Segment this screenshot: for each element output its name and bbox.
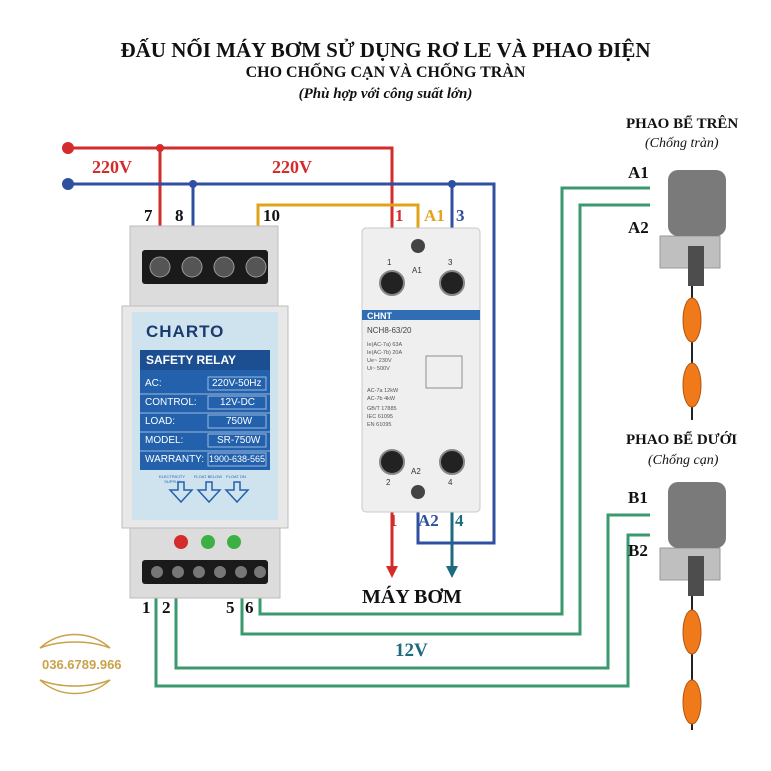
relay-indicator-3: FLOAT ON — [226, 474, 246, 479]
lower-float-subtitle: (Chống cạn) — [648, 453, 719, 468]
red-junction — [156, 144, 164, 152]
contactor-top-a1: A1 — [424, 206, 445, 225]
green-control-wires — [154, 186, 650, 688]
label-220v-center: 220V — [272, 157, 312, 177]
contactor-bottom-a2: A2 — [418, 511, 439, 530]
relay-row-control-label: CONTROL: — [145, 397, 197, 408]
safety-relay — [121, 225, 289, 599]
contactor-model: NCH8-63/20 — [367, 326, 412, 335]
contactor-spec-1: Ie(AC-7a) 63A — [367, 342, 403, 348]
contactor-mark-3: 3 — [448, 258, 453, 267]
contactor-mark-4: 4 — [448, 478, 453, 487]
blue-neutral-terminal — [62, 178, 74, 190]
relay-row-warranty-value: 1900-638-565 — [209, 454, 266, 464]
upper-float-subtitle: (Chống tràn) — [645, 136, 719, 151]
lower-float-b2: B2 — [628, 541, 648, 560]
contactor-mark-a2: A2 — [411, 467, 421, 476]
ornament-logo — [39, 633, 111, 695]
blue-junction-contactor — [448, 180, 456, 188]
contactor-spec-8: IEC 61095 — [367, 414, 393, 420]
contactor-spec-6: AC-7b 4kW — [367, 396, 396, 402]
diagram-title: ĐẤU NỐI MÁY BƠM SỬ DỤNG RƠ LE VÀ PHAO ĐI… — [120, 38, 651, 62]
pump-label: MÁY BƠM — [362, 586, 462, 608]
terminal-6: 6 — [245, 598, 254, 617]
blue-junction-relay — [189, 180, 197, 188]
upper-float-title: PHAO BỂ TRÊN — [626, 116, 739, 132]
upper-float-a2: A2 — [628, 218, 649, 237]
relay-row-load-label: LOAD: — [145, 416, 176, 427]
control-voltage-label: 12V — [395, 640, 428, 661]
contactor-mark-1: 1 — [387, 258, 392, 267]
contactor-mark-2: 2 — [386, 478, 391, 487]
label-220v-left: 220V — [92, 157, 132, 177]
contactor-spec-2: Ie(AC-7b) 20A — [367, 350, 403, 356]
relay-row-model-value: SR-750W — [217, 435, 261, 446]
pump-teal-arrow — [446, 566, 458, 578]
terminal-7: 7 — [144, 206, 153, 225]
pump-red-arrow — [386, 566, 398, 578]
contactor-bottom-4: 4 — [455, 511, 464, 530]
relay-row-warranty-label: WARRANTY: — [145, 454, 205, 465]
contactor-bottom-1: 1 — [389, 511, 398, 530]
contactor-top-1: 1 — [395, 206, 404, 225]
terminal-8: 8 — [175, 206, 184, 225]
relay-brand: CHARTO — [146, 322, 225, 341]
contactor-spec-3: Ue~ 230V — [367, 358, 392, 364]
contactor — [361, 227, 481, 513]
contactor-mark-a1: A1 — [412, 266, 422, 275]
contactor-brand: CHNT — [367, 311, 392, 321]
terminal-2: 2 — [162, 598, 171, 617]
contactor-spec-5: AC-7a 12kW — [367, 388, 399, 394]
relay-indicator-1: ELECTRICITY SUPPLY — [158, 474, 185, 484]
terminal-10: 10 — [263, 206, 280, 225]
lower-float-switch — [659, 482, 726, 730]
red-phase-wire — [68, 146, 394, 230]
terminal-1: 1 — [142, 598, 151, 617]
blue-neutral-wire — [68, 182, 496, 545]
red-phase-terminal — [62, 142, 74, 154]
led-green-2 — [227, 535, 241, 549]
terminal-5: 5 — [226, 598, 235, 617]
relay-row-ac-label: AC: — [145, 378, 162, 389]
contactor-spec-7: GB/T 17885 — [367, 406, 397, 412]
relay-indicator-2: FLOAT BELOW — [193, 474, 223, 479]
contactor-spec-4: Ui~ 500V — [367, 366, 390, 372]
contactor-top-3: 3 — [456, 206, 465, 225]
led-green-1 — [201, 535, 215, 549]
led-red — [174, 535, 188, 549]
relay-name: SAFETY RELAY — [146, 353, 237, 367]
relay-row-ac-value: 220V-50Hz — [212, 378, 262, 389]
relay-row-control-value: 12V-DC — [220, 397, 256, 408]
relay-row-model-label: MODEL: — [145, 435, 184, 446]
diagram-subtitle: CHO CHỐNG CẠN VÀ CHỐNG TRÀN — [245, 64, 526, 81]
contactor-spec-9: EN 61095 — [367, 422, 392, 428]
relay-row-load-value: 750W — [226, 416, 253, 427]
lower-float-title: PHAO BỂ DƯỚI — [626, 432, 738, 448]
diagram-note: (Phù hợp với công suất lớn) — [298, 86, 473, 102]
upper-float-switch — [659, 170, 726, 420]
upper-float-a1: A1 — [628, 163, 649, 182]
orange-coil-wire — [256, 203, 420, 230]
phone-number: 036.6789.966 — [42, 657, 122, 672]
lower-float-b1: B1 — [628, 488, 648, 507]
